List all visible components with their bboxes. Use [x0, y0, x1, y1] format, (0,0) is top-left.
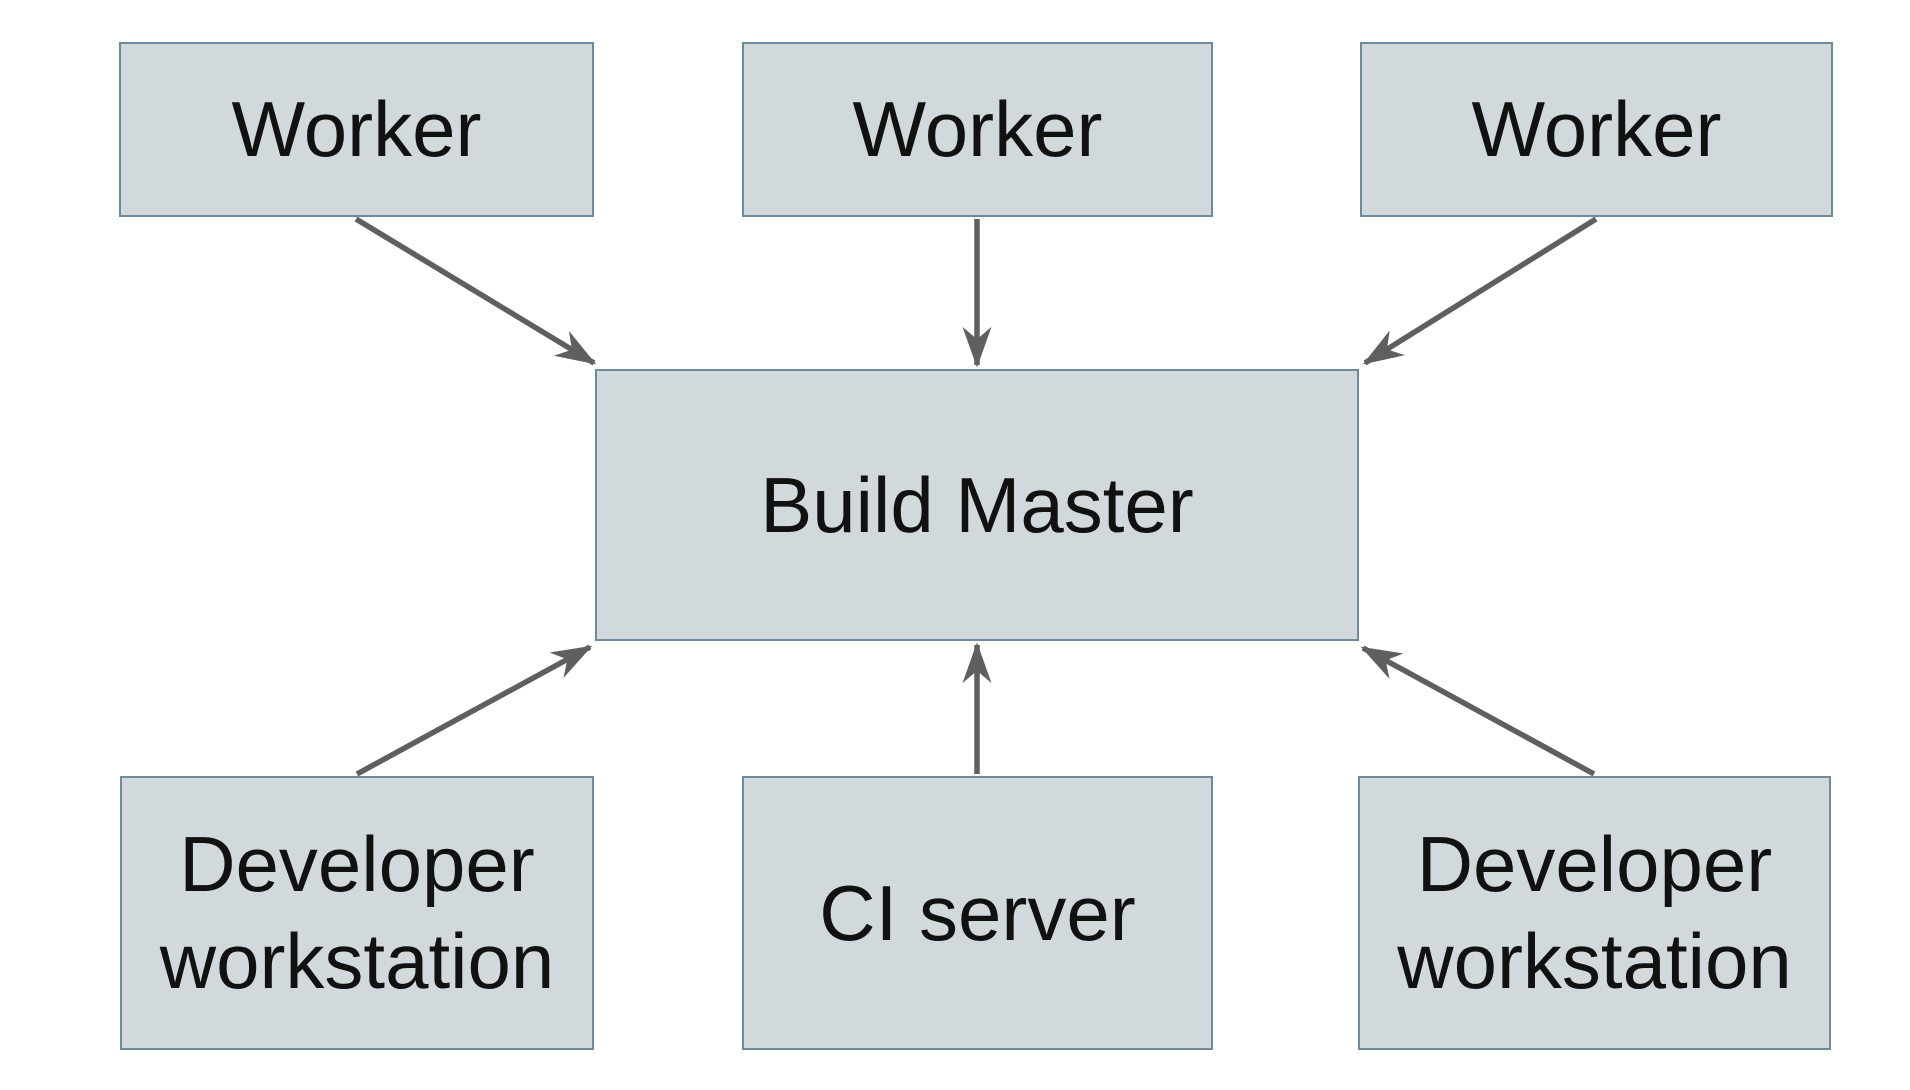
node-developer-workstation-right: Developer workstation — [1358, 776, 1831, 1050]
arrow-devworkstation-right-to-buildmaster — [1360, 645, 1596, 777]
arrow-devworkstation-left-to-buildmaster — [355, 644, 593, 777]
arrow-worker3-to-buildmaster — [1362, 216, 1598, 366]
node-developer-workstation-left: Developer workstation — [120, 776, 594, 1050]
node-worker-3: Worker — [1360, 42, 1833, 217]
node-ci-server: CI server — [742, 776, 1213, 1050]
node-worker-1: Worker — [119, 42, 594, 217]
arrow-worker1-to-buildmaster — [354, 216, 597, 366]
node-build-master: Build Master — [595, 369, 1359, 641]
node-worker-2: Worker — [742, 42, 1213, 217]
